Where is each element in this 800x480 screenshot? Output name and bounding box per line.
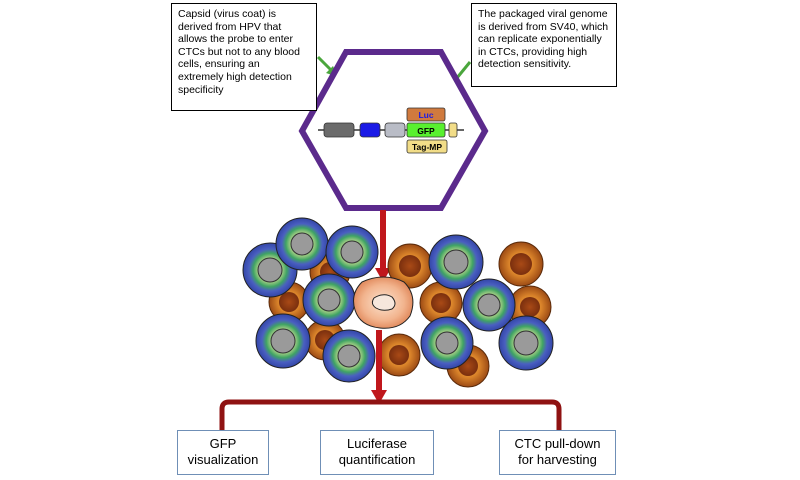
white-blood-cell bbox=[420, 316, 474, 370]
capsid-callout-line: allows the probe to enter bbox=[178, 33, 293, 46]
circulating-tumor-cell bbox=[353, 276, 414, 329]
white-blood-cell bbox=[302, 273, 356, 327]
white-blood-cell bbox=[255, 313, 311, 369]
white-blood-cell bbox=[322, 329, 376, 383]
gfp-gene-label: GFP bbox=[417, 126, 435, 136]
output-arrow bbox=[371, 330, 387, 404]
capsid-callout-line: derived from HPV that bbox=[178, 20, 282, 33]
luciferase-quantification-line: Luciferase bbox=[347, 436, 407, 451]
luc-gene-label: Luc bbox=[418, 110, 433, 120]
entry-arrow bbox=[375, 210, 391, 282]
viral-genome-construct: Luc GFP Tag-MP bbox=[318, 107, 464, 154]
blood-cell-cluster bbox=[242, 217, 554, 388]
capsid-callout-line: extremely high detection bbox=[178, 70, 292, 83]
white-blood-cell bbox=[462, 278, 516, 332]
tag-mp-gene-box bbox=[406, 139, 448, 154]
tag-mp-gene-label: Tag-MP bbox=[412, 142, 442, 152]
gfp-gene-box bbox=[406, 122, 446, 138]
luciferase-quantification-box: Luciferase quantification bbox=[320, 430, 434, 475]
ctc-pulldown-line: CTC pull-down bbox=[514, 436, 601, 451]
capsid-callout-line: Capsid (virus coat) is bbox=[178, 8, 277, 20]
red-blood-cell bbox=[498, 241, 544, 287]
genome-segment-lightgray bbox=[384, 122, 406, 138]
white-blood-cell bbox=[275, 217, 329, 271]
capsid-callout-line: CTCs but not to any blood bbox=[178, 45, 300, 58]
capsid-callout: Capsid (virus coat) is derived from HPV … bbox=[171, 3, 317, 111]
red-blood-cell bbox=[387, 243, 433, 289]
genome-callout-line: detection sensitivity. bbox=[478, 58, 572, 71]
gfp-visualization-box: GFP visualization bbox=[177, 430, 269, 475]
ctc-pulldown-line: for harvesting bbox=[518, 452, 597, 467]
capsid-callout-line: specificity bbox=[178, 83, 224, 96]
white-blood-cell bbox=[498, 315, 554, 371]
red-blood-cell bbox=[419, 281, 463, 325]
luc-gene-box bbox=[406, 107, 446, 122]
capsid-callout-line: cells, ensuring an bbox=[178, 58, 260, 71]
output-bracket bbox=[219, 399, 562, 430]
gfp-visualization-line: GFP bbox=[209, 436, 237, 451]
genome-callout: The packaged viral genome is derived fro… bbox=[471, 3, 617, 87]
genome-callout-line: is derived from SV40, which bbox=[478, 20, 609, 33]
genome-segment-gray bbox=[323, 122, 355, 138]
white-blood-cell bbox=[428, 234, 484, 290]
genome-callout-line: The packaged viral genome bbox=[478, 8, 608, 20]
genome-segment-end bbox=[448, 122, 458, 138]
genome-callout-line: can replicate exponentially bbox=[478, 33, 602, 46]
ctc-pulldown-box: CTC pull-down for harvesting bbox=[499, 430, 616, 475]
luciferase-quantification-line: quantification bbox=[338, 452, 416, 467]
genome-callout-line: in CTCs, providing high bbox=[478, 45, 588, 58]
white-blood-cell bbox=[325, 225, 379, 279]
gfp-visualization-line: visualization bbox=[187, 452, 259, 467]
red-blood-cell bbox=[377, 333, 421, 377]
genome-segment-blue bbox=[359, 122, 381, 138]
